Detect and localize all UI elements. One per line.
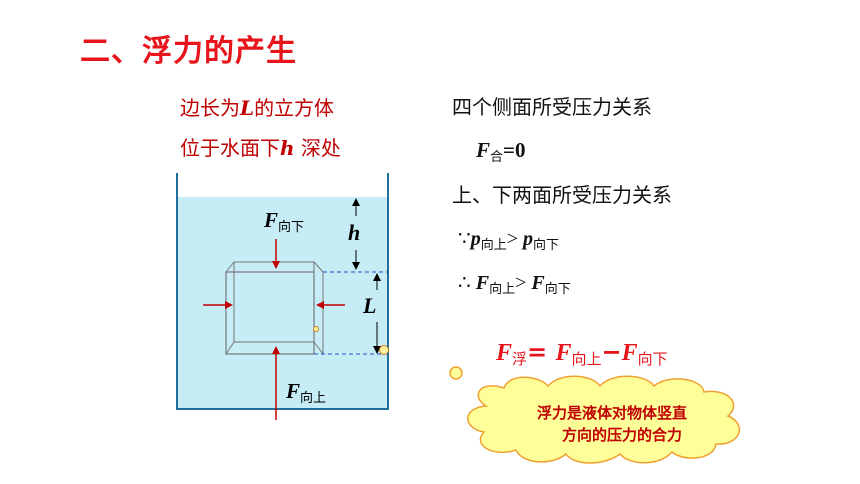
cloud-line-1: 浮力是液体对物体竖直 xyxy=(536,404,687,422)
because-statement: ∵p向上> p向下 xyxy=(458,228,560,253)
desc-text: 边长为 xyxy=(180,96,240,120)
cloud-text: 浮力是液体对物体竖直 方向的压力的合力 xyxy=(492,402,732,446)
top-bottom-heading: 上、下两面所受压力关系 xyxy=(452,183,672,207)
label-h: h xyxy=(348,220,361,245)
bubble-medium xyxy=(379,345,389,355)
container xyxy=(176,173,389,410)
therefore-statement: ∴ F向上> F向下 xyxy=(458,272,571,297)
buoyancy-equation: F浮= F向上−F向下 xyxy=(496,338,668,368)
var-h: h xyxy=(280,136,295,160)
var-L: L xyxy=(240,96,255,120)
f-net-equation: F合=0 xyxy=(476,138,526,165)
description-line-1: 边长为L的立方体 xyxy=(180,92,334,121)
description-line-2: 位于水面下h 深处 xyxy=(180,132,341,161)
desc-text: 位于水面下 xyxy=(180,136,280,160)
water xyxy=(177,197,388,409)
label-L: L xyxy=(363,293,377,318)
label-f-down: F向下 xyxy=(264,208,305,235)
cloud-line-2: 方向的压力的合力 xyxy=(561,426,682,444)
cloud-callout xyxy=(467,375,740,464)
desc-text: 深处 xyxy=(294,136,341,160)
desc-text: 的立方体 xyxy=(254,96,335,120)
cloud-tail-bubble xyxy=(449,366,463,380)
page-title: 二、浮力的产生 xyxy=(80,34,297,69)
side-faces-heading: 四个侧面所受压力关系 xyxy=(452,95,652,119)
bubble-small xyxy=(313,326,319,332)
label-f-up: F向上 xyxy=(286,379,327,406)
